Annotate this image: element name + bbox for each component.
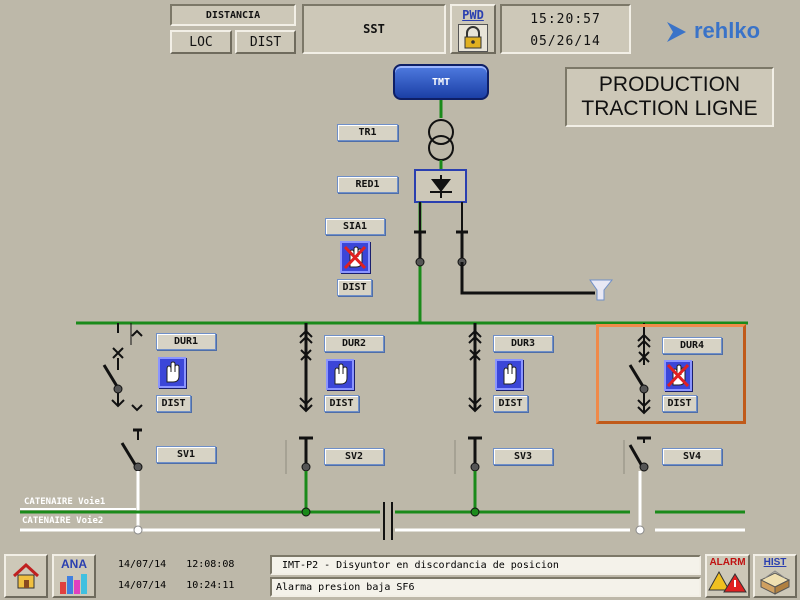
ana-button[interactable]: ANA: [52, 554, 96, 598]
event-2-message[interactable]: Alarma presion baja SF6: [270, 577, 701, 597]
brand-logo: rehlko: [664, 16, 774, 48]
catenaire-voie2-label: CATENAIRE Voie2: [22, 516, 104, 526]
event-1-message[interactable]: IMT-P2 - Disyuntor en discordancia de po…: [270, 555, 701, 575]
station-name: SST: [302, 4, 446, 54]
ana-label: ANA: [61, 557, 87, 571]
dur2-tag[interactable]: DUR2: [324, 335, 384, 352]
title-line1: PRODUCTION: [598, 73, 741, 96]
dur1-mode-tag: DIST: [156, 395, 191, 412]
rectifier-icon: [414, 169, 467, 203]
title-line2: TRACTION LIGNE: [581, 97, 758, 120]
dur2-mode-tag: DIST: [324, 395, 359, 412]
selected-feeder-frame: [596, 324, 746, 424]
ground-return-icon: [589, 279, 614, 301]
transformer-icon: [428, 119, 454, 161]
hand-blocked-icon: [666, 363, 690, 388]
history-files-icon: [759, 570, 791, 595]
screen-title: PRODUCTION TRACTION LIGNE: [565, 67, 774, 127]
sv2-tag[interactable]: SV2: [324, 448, 384, 465]
dur4-tag[interactable]: DUR4: [662, 337, 722, 354]
tr1-tag[interactable]: TR1: [337, 124, 398, 141]
sv4-tag[interactable]: SV4: [662, 448, 722, 465]
warning-icon: [708, 570, 747, 593]
clock-date: 05/26/14: [530, 33, 601, 49]
home-button[interactable]: [4, 554, 48, 598]
event-1-date: 14/07/14: [118, 559, 167, 570]
mode-title: DISTANCIA: [170, 4, 296, 26]
event-row-1-datetime: 14/07/14 12:08:08: [118, 559, 268, 570]
hand-blocked-icon: [343, 245, 367, 270]
dur2-control[interactable]: [326, 359, 354, 390]
dur4-blocked-control[interactable]: [664, 360, 692, 391]
sv3-tag[interactable]: SV3: [493, 448, 553, 465]
clock-time: 15:20:57: [530, 11, 601, 27]
dur4-mode-tag: DIST: [662, 395, 697, 412]
loc-button[interactable]: LOC: [170, 30, 232, 54]
clock-panel: 15:20:57 05/26/14: [500, 4, 631, 54]
dur3-mode-tag: DIST: [493, 395, 528, 412]
logo-text: rehlko: [694, 18, 761, 43]
alarm-label: ALARM: [709, 557, 746, 568]
hand-icon: [503, 363, 517, 385]
alarm-button[interactable]: ALARM: [705, 554, 750, 598]
password-button[interactable]: PWD: [450, 4, 496, 54]
event-2-date: 14/07/14: [118, 580, 167, 591]
home-icon: [12, 562, 40, 589]
sia1-mode-tag: DIST: [337, 279, 372, 296]
sia1-blocked-control[interactable]: [340, 241, 370, 273]
hand-icon: [166, 361, 180, 383]
event-2-time: 10:24:11: [186, 580, 235, 591]
tmt-button[interactable]: TMT: [393, 64, 489, 100]
dist-button[interactable]: DIST: [235, 30, 296, 54]
dur3-tag[interactable]: DUR3: [493, 335, 553, 352]
event-row-2-datetime: 14/07/14 10:24:11: [118, 580, 268, 591]
event-1-time: 12:08:08: [186, 559, 235, 570]
dur1-tag[interactable]: DUR1: [156, 333, 216, 350]
lock-icon: [458, 24, 488, 52]
red1-tag[interactable]: RED1: [337, 176, 398, 193]
hist-label: HIST: [763, 557, 787, 568]
pwd-label: PWD: [462, 8, 484, 22]
dur1-control[interactable]: [158, 357, 186, 388]
hand-icon: [334, 363, 348, 385]
dur3-control[interactable]: [495, 359, 523, 390]
sv1-tag[interactable]: SV1: [156, 446, 216, 463]
catenaire-voie1-label: CATENAIRE Voie1: [24, 497, 106, 507]
bar-chart-icon: [60, 574, 87, 594]
logo-arrow-icon: [667, 22, 686, 42]
sia1-tag[interactable]: SIA1: [325, 218, 385, 235]
hist-button[interactable]: HIST: [753, 554, 797, 598]
